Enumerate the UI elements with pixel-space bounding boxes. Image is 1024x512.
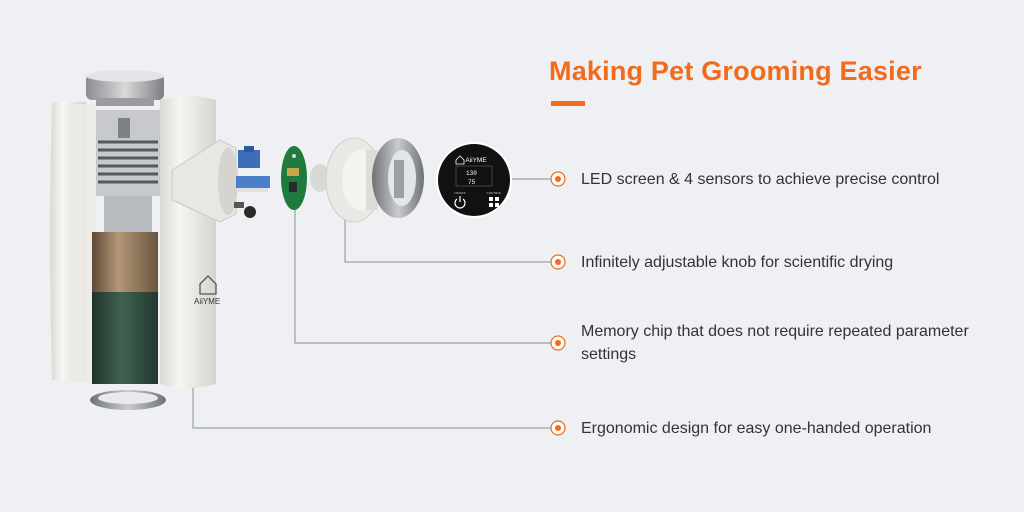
grid-icon bbox=[489, 197, 499, 207]
heating-coils bbox=[96, 110, 160, 232]
sensor-module bbox=[234, 146, 270, 218]
bullet-dot-icon bbox=[550, 335, 566, 351]
title-underline bbox=[551, 101, 585, 106]
front-shell bbox=[160, 96, 216, 388]
memory-chip-pcb bbox=[281, 146, 307, 210]
feature-bullets bbox=[550, 171, 566, 436]
screen-right-label: CONTROL bbox=[487, 191, 502, 195]
knob-bezel bbox=[372, 138, 424, 218]
bullet-dot-icon bbox=[550, 171, 566, 187]
screen-logo-icon bbox=[455, 155, 465, 165]
bullet-dot-icon bbox=[550, 420, 566, 436]
screen-readout-bottom: 75 bbox=[468, 179, 476, 186]
home-logo-icon bbox=[199, 275, 217, 295]
device-brand-label: AiiYME bbox=[194, 297, 220, 306]
battery-pack bbox=[92, 292, 158, 384]
leader-line-body bbox=[192, 305, 558, 429]
control-knob bbox=[310, 137, 383, 223]
screen-left-label: ON/OFF bbox=[454, 191, 465, 195]
bottom-ring bbox=[90, 390, 166, 410]
motor-core bbox=[92, 232, 158, 300]
feature-text-memory-chip: Memory chip that does not require repeat… bbox=[581, 323, 969, 363]
headline-title: Making Pet Grooming Easier bbox=[549, 56, 922, 86]
feature-text-led-screen: LED screen & 4 sensors to achieve precis… bbox=[581, 171, 940, 188]
feature-text-knob: Infinitely adjustable knob for scientifi… bbox=[581, 254, 894, 271]
top-cap bbox=[86, 70, 164, 106]
nozzle-cone bbox=[171, 139, 237, 223]
leader-line-chip bbox=[294, 205, 558, 344]
leader-line-knob bbox=[344, 205, 558, 263]
screen-readout-top: 130 bbox=[466, 170, 477, 177]
power-icon bbox=[454, 196, 466, 209]
bullet-dot-icon bbox=[550, 254, 566, 270]
screen-brand: AiiYME bbox=[465, 157, 487, 164]
feature-text-ergonomic: Ergonomic design for easy one-handed ope… bbox=[581, 420, 932, 437]
led-screen: AiiYME 130 75 ON/OFF CONTROL bbox=[436, 142, 512, 218]
